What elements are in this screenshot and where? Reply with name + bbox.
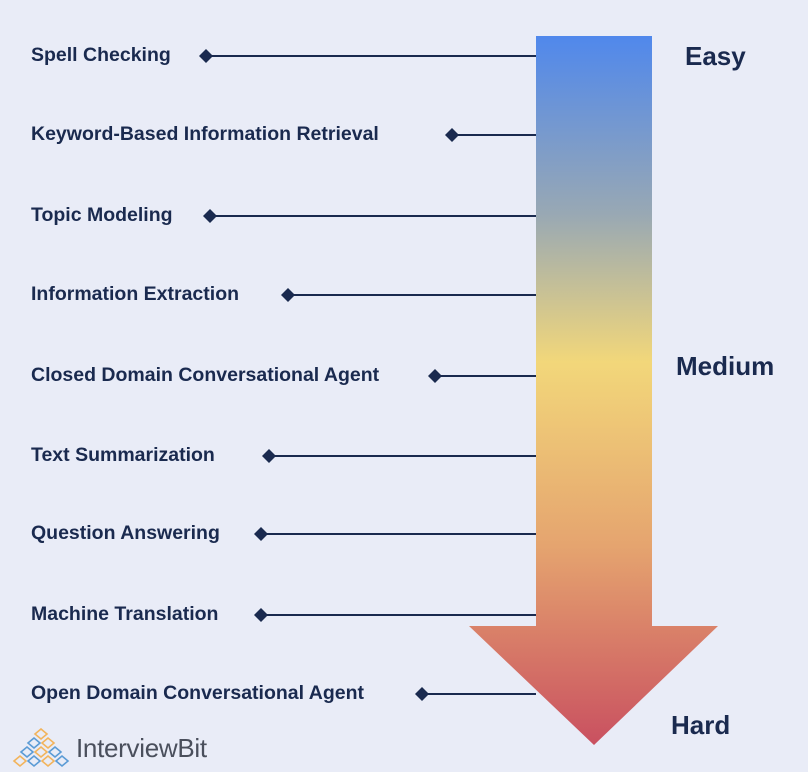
logo-diamond-icon <box>26 754 42 768</box>
diamond-marker-icon <box>415 687 429 701</box>
task-label: Spell Checking <box>31 44 171 66</box>
brand-logo: InterviewBit <box>12 728 207 768</box>
level-medium-label: Medium <box>676 351 775 381</box>
diamond-marker-icon <box>445 128 459 142</box>
diamond-marker-icon <box>199 49 213 63</box>
task-label: Open Domain Conversational Agent <box>31 682 364 704</box>
diamond-marker-icon <box>254 608 268 622</box>
logo-diamond-icon <box>47 745 63 759</box>
diamond-marker-icon <box>262 449 276 463</box>
connectors-group <box>199 49 536 701</box>
logo-diamond-icon <box>33 728 49 741</box>
logo-diamond-icon <box>54 754 70 768</box>
diamond-marker-icon <box>281 288 295 302</box>
logo-diamond-icon <box>26 736 42 750</box>
level-hard-label: Hard <box>671 710 731 740</box>
task-label: Information Extraction <box>31 283 240 305</box>
logo-diamond-icon <box>33 745 49 759</box>
difficulty-arrow <box>469 36 718 745</box>
level-easy-label: Easy <box>685 41 746 71</box>
diamond-marker-icon <box>428 369 442 383</box>
brand-name: InterviewBit <box>76 732 207 763</box>
diamond-marker-icon <box>203 209 217 223</box>
diamond-marker-icon <box>254 527 268 541</box>
logo-diamond-icon <box>19 745 35 759</box>
task-label: Question Answering <box>31 522 220 544</box>
task-label: Keyword-Based Information Retrieval <box>31 123 379 145</box>
task-label: Closed Domain Conversational Agent <box>31 364 380 386</box>
task-label: Text Summarization <box>31 444 215 466</box>
task-label: Topic Modeling <box>31 204 173 226</box>
diamond-grid-logo-icon <box>12 728 70 768</box>
logo-diamond-icon <box>40 754 56 768</box>
logo-diamond-icon <box>40 736 56 750</box>
logo-diamond-icon <box>12 754 28 768</box>
task-label: Machine Translation <box>31 603 219 625</box>
